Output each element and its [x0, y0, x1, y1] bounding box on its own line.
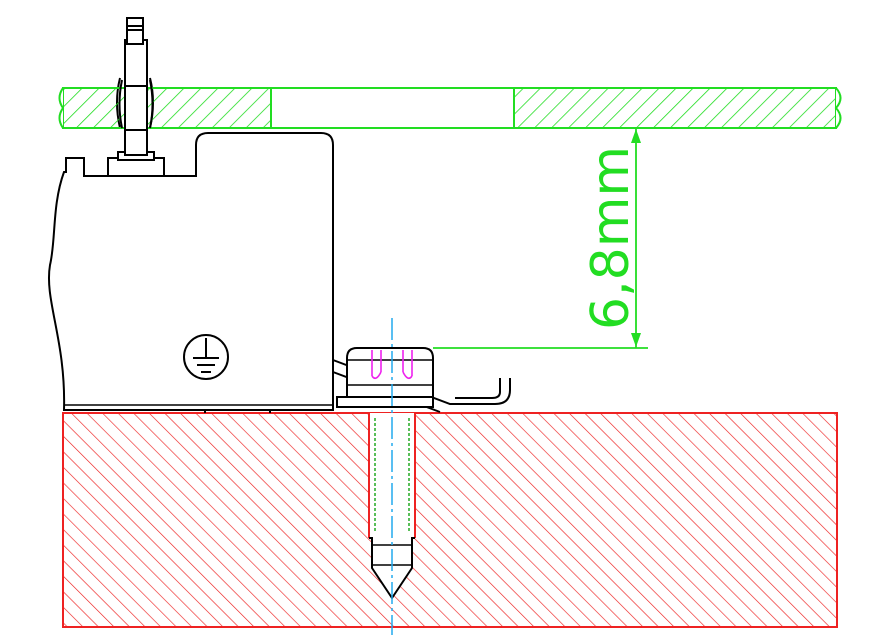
pcb-board	[58, 87, 842, 129]
height-dimension	[433, 128, 648, 349]
mounting-plate	[62, 412, 838, 628]
protective-earth-icon	[183, 334, 229, 380]
pin-in-pcb	[118, 79, 154, 131]
dimension-label: 6,8mm	[581, 146, 641, 330]
screw-socket	[371, 350, 413, 380]
screw-head	[336, 347, 434, 408]
connector-housing	[48, 132, 334, 413]
